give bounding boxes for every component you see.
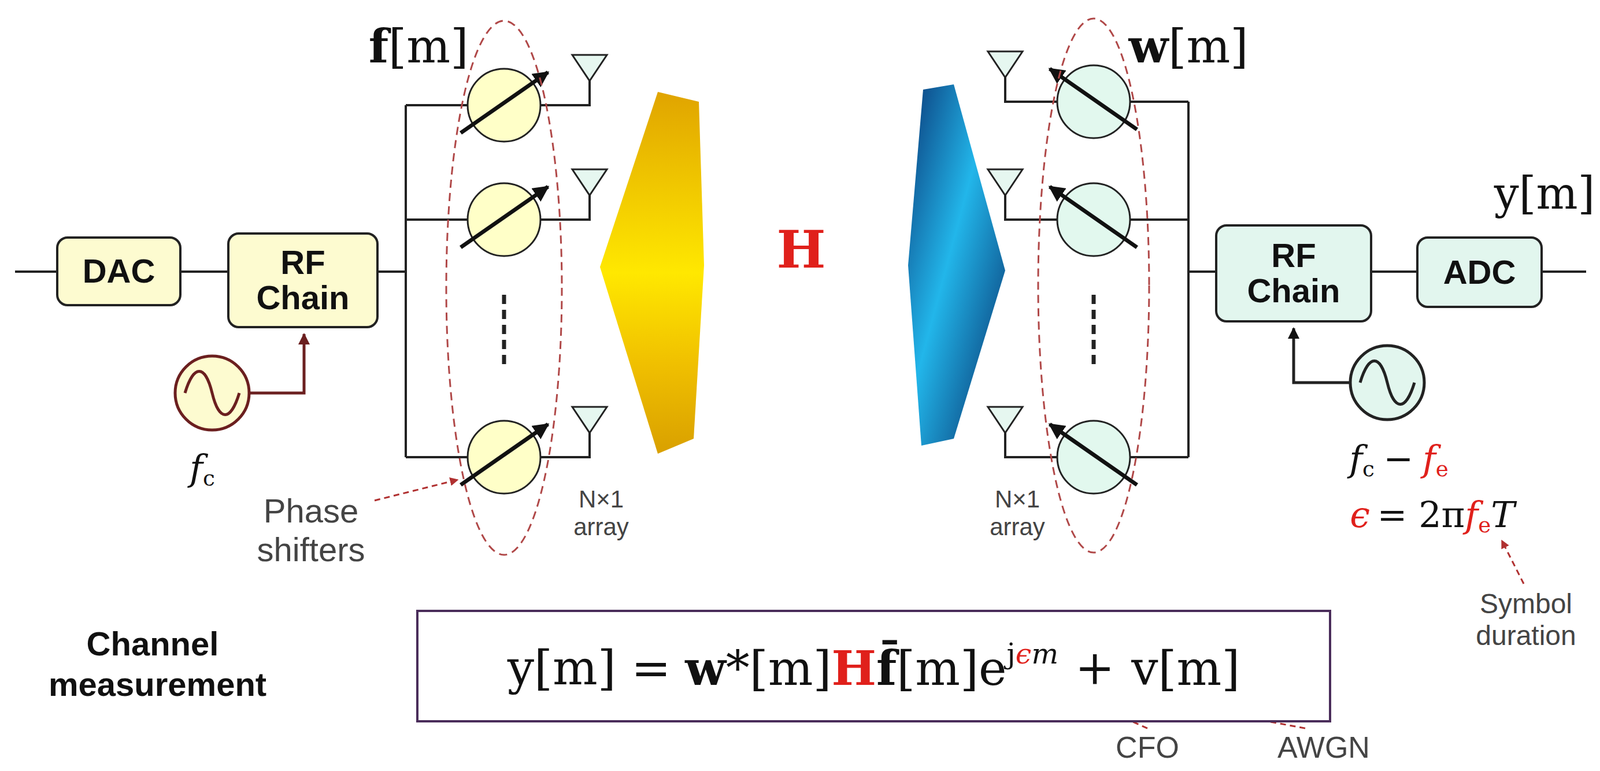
frequency-label: fc−fe	[1349, 438, 1449, 482]
rf-chain-box: RF Chain	[1215, 224, 1373, 323]
array-size: N×1 array	[569, 485, 633, 542]
equation-term: H	[831, 639, 877, 696]
note-text: Symbol duration	[1475, 588, 1576, 651]
note: AWGN	[1277, 730, 1370, 766]
rx-beam	[908, 84, 1006, 446]
equation-term: y[m] =	[507, 640, 672, 696]
output-signal-label: y[m]	[1494, 168, 1595, 219]
adc-box: ADC	[1416, 236, 1543, 309]
array-outline	[1038, 18, 1150, 553]
measurement-heading: Channel measurement	[48, 623, 257, 705]
oscillator-symbols	[175, 328, 1425, 431]
combiner-label-text: w	[1128, 19, 1169, 74]
note: Symbol duration	[1459, 587, 1593, 652]
beamformer-label: f[m]	[368, 19, 469, 74]
cfo-formula-text: T	[1490, 493, 1515, 536]
frequency-label-text: e	[1435, 456, 1449, 483]
channel-label: H	[776, 219, 826, 280]
note-text: CFO	[1115, 730, 1180, 765]
array-outline	[446, 20, 562, 555]
frequency-label-text: f	[1349, 437, 1363, 480]
box-label: RF Chain	[229, 245, 377, 316]
cfo-formula-text: f	[1464, 493, 1479, 536]
frequency-label-text: c	[1362, 456, 1375, 483]
dac-box: DAC	[56, 236, 182, 307]
leader-lines	[374, 479, 1524, 584]
equation-term: m	[1031, 636, 1059, 671]
array-size: N×1 array	[985, 485, 1050, 542]
beamformer-label-text: [m]	[388, 19, 469, 74]
combiner-label-text: [m]	[1168, 19, 1248, 74]
frequency-label: fc	[189, 447, 216, 491]
equation: y[m] =w*[m]Hf̄[m]ejϵm + v[m]	[507, 636, 1240, 696]
box-label: DAC	[76, 253, 162, 290]
beamformer-label-text: f	[368, 19, 389, 74]
frequency-label-text: f	[1422, 437, 1436, 480]
note: CFO	[1115, 730, 1180, 766]
cfo-formula-text: ϵ	[1349, 493, 1370, 536]
signal-wire	[1372, 270, 1417, 273]
equation-box: Channel measurementy[m] =w*[m]Hf̄[m]ejϵm…	[416, 609, 1332, 723]
signal-wire	[181, 270, 228, 273]
equation-term: v[m]	[1131, 640, 1240, 696]
note-text: AWGN	[1277, 730, 1370, 765]
box-label: RF Chain	[1217, 238, 1370, 309]
equation-term: *[m]	[726, 640, 832, 696]
array-size-text: N×1 array	[989, 485, 1046, 541]
channel-label-text: H	[776, 218, 826, 280]
tx-beam	[600, 91, 705, 454]
equation-term: f̄	[876, 639, 897, 696]
equation-term: j	[1006, 636, 1016, 671]
cfo-formula: ϵ= 2πfeT	[1349, 494, 1515, 538]
equation-term: +	[1075, 640, 1116, 696]
equation-term: [m]e	[896, 640, 1007, 696]
output-signal-label-text: y[m]	[1494, 167, 1595, 220]
frequency-label-text: c	[202, 465, 216, 492]
box-label: ADC	[1437, 254, 1522, 291]
frequency-label-text: −	[1383, 437, 1414, 480]
cfo-formula-text: e	[1478, 512, 1491, 539]
equation-term: ϵ	[1015, 636, 1032, 671]
part-name-text: Phase shifters	[257, 491, 366, 569]
frequency-label-text: f	[189, 446, 203, 490]
part-name: Phase shifters	[241, 491, 381, 569]
ellipsis-dots	[504, 294, 1094, 365]
combiner-label: w[m]	[1128, 19, 1248, 74]
array-size-text: N×1 array	[573, 485, 629, 541]
rf-chain-box: RF Chain	[227, 232, 379, 329]
wiring	[15, 77, 1587, 458]
equation-term: w	[684, 639, 727, 696]
cfo-formula-text: = 2π	[1376, 493, 1465, 536]
phase-shifters	[467, 65, 1131, 494]
